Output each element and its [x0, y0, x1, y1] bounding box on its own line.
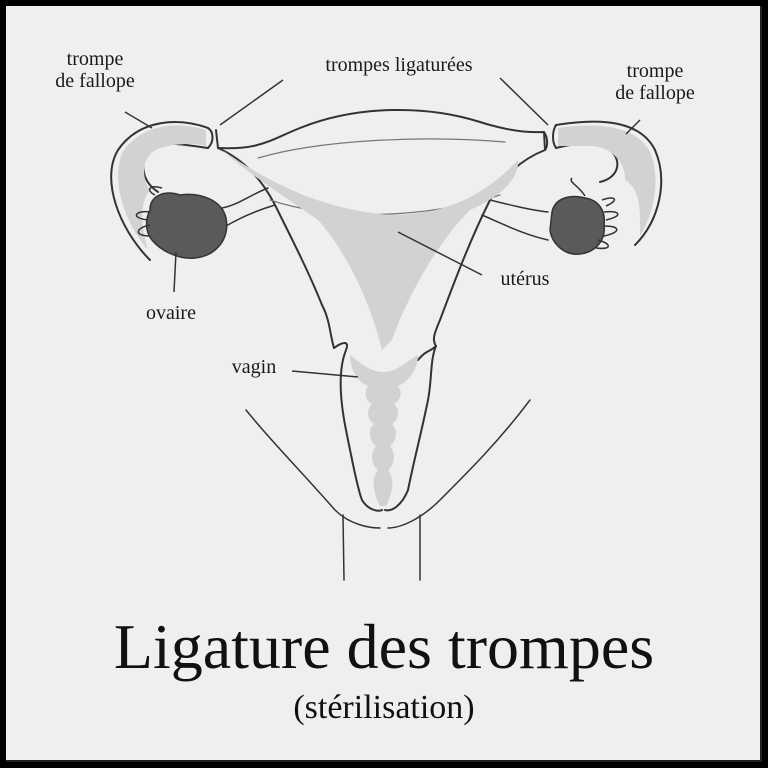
diagram-title: Ligature des trompes: [113, 611, 655, 682]
leader-vagina: [291, 370, 359, 378]
label-uterus: utérus: [500, 268, 550, 290]
right-tube-fill: [558, 125, 656, 236]
right-ovary: [549, 195, 606, 255]
left-ovary: [145, 192, 228, 259]
diagram-subtitle: (stérilisation): [293, 689, 475, 726]
label-right-tube-line1: trompe: [626, 60, 684, 82]
leader-ligated-right: [499, 77, 549, 126]
leader-ovary: [173, 251, 177, 293]
vagina-outline: [333, 342, 383, 512]
label-right-tube: trompe de fallope: [590, 60, 720, 104]
label-left-tube-line1: trompe: [66, 48, 124, 70]
label-left-tube-line2: de fallope: [55, 70, 135, 92]
label-vagina: vagin: [231, 356, 277, 378]
uterus-outline: [217, 109, 546, 361]
uterine-cavity: [222, 150, 519, 350]
leader-right-tube: [625, 119, 641, 135]
leader-left-tube: [124, 111, 153, 129]
leader-ligated-left: [219, 79, 284, 126]
vaginal-canal: [350, 355, 418, 506]
label-left-tube: trompe de fallope: [30, 48, 160, 92]
label-ligated-tubes: trompes ligaturées: [325, 54, 473, 76]
label-ovary: ovaire: [146, 302, 196, 324]
leader-uterus: [397, 231, 483, 276]
label-right-tube-line2: de fallope: [615, 82, 695, 104]
